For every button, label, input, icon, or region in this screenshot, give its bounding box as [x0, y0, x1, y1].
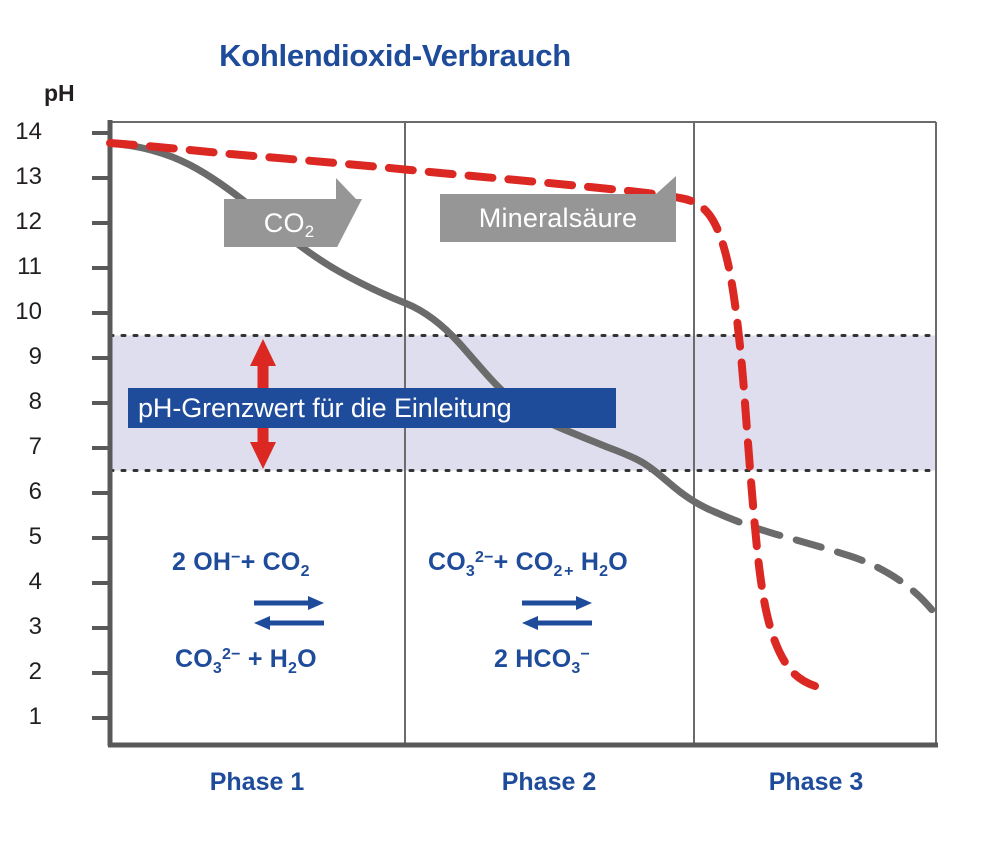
- y-tick-label: 9: [28, 343, 42, 370]
- co2-callout-tail: [336, 178, 356, 199]
- y-tick-label: 13: [15, 163, 42, 190]
- co2-callout-label: CO2: [263, 207, 315, 242]
- mineral-acid-curve: [106, 139, 819, 690]
- co2-curve-solid: [106, 139, 719, 516]
- y-tick-label: 4: [28, 568, 42, 595]
- y-tick-label: 14: [15, 118, 42, 145]
- co2-callout: CO2: [224, 199, 362, 247]
- y-axis-title: pH: [44, 80, 75, 106]
- phase-label-2: Phase 2: [501, 768, 597, 796]
- y-tick-label: 3: [28, 613, 42, 640]
- phase1-equilibrium-arrows: [254, 596, 324, 630]
- co2-curve-dashed: [711, 508, 940, 619]
- ph-limit-label: pH-Grenzwert für die Einleitung: [128, 388, 616, 428]
- phase-label-3: Phase 3: [768, 768, 864, 796]
- phase2-equation-top: CO32−+ CO2 + H2O: [428, 548, 628, 580]
- y-tick-label: 10: [15, 298, 42, 325]
- phase-label-1: Phase 1: [209, 768, 305, 796]
- y-tick-label: 1: [28, 703, 42, 730]
- y-axis-ticks: [92, 131, 109, 720]
- y-tick-label: 5: [28, 523, 42, 550]
- y-tick-label: 12: [15, 208, 42, 235]
- y-tick-label: 7: [28, 433, 42, 460]
- phase2-equilibrium-arrows: [522, 596, 592, 630]
- y-tick-label: 11: [17, 253, 42, 280]
- page-title: Kohlendioxid-Verbrauch: [219, 38, 571, 73]
- mineral-acid-callout-tail: [656, 176, 676, 194]
- phase2-equation-bottom: 2 HCO3−: [494, 645, 591, 677]
- phase1-equation-top: 2 OH−+ CO2: [172, 548, 310, 580]
- y-tick-label: 6: [28, 478, 42, 505]
- mineral-acid-callout: Mineralsäure: [440, 194, 676, 242]
- y-tick-label: 2: [28, 658, 42, 685]
- y-tick-label: 8: [28, 388, 42, 415]
- phase1-equation-bottom: CO32− + H2O: [175, 645, 317, 677]
